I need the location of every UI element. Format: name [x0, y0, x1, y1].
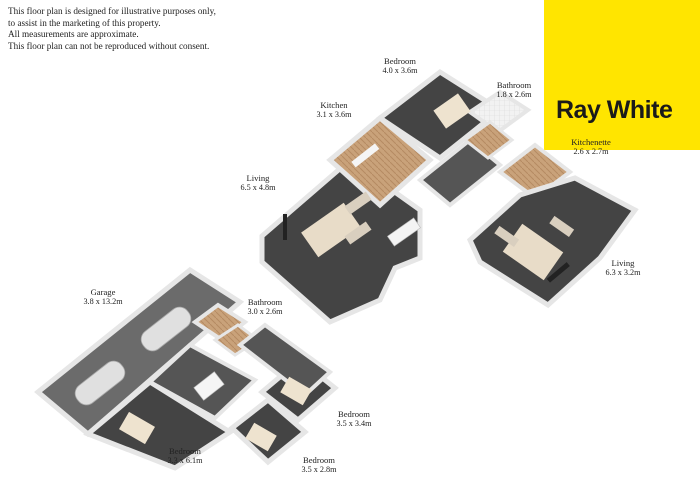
room-name: Bedroom	[338, 409, 370, 419]
hall-wood	[462, 120, 515, 160]
room-name: Living	[611, 258, 635, 268]
stairs	[193, 371, 225, 401]
room-dims: 3.8 x 13.2m	[83, 297, 123, 306]
corridor-right	[236, 322, 334, 398]
room-dims: 3.5 x 2.8m	[301, 465, 337, 474]
dining-table	[387, 217, 421, 247]
room-dims: 1.8 x 2.6m	[496, 90, 532, 99]
disclaimer-line: This floor plan is designed for illustra…	[8, 6, 216, 16]
upper-plan	[259, 68, 639, 325]
label-living-right: Living 6.3 x 3.2m	[605, 258, 640, 278]
car-1	[74, 360, 126, 406]
room-dims: 3.3 x 6.1m	[167, 456, 203, 465]
disclaimer-line: to assist in the marketing of this prope…	[8, 17, 161, 28]
label-living-left: Living 6.5 x 4.8m	[240, 173, 275, 193]
label-bathroom-lower: Bathroom 3.0 x 2.6m	[247, 297, 282, 317]
car-2	[140, 306, 192, 352]
room-dims: 3.1 x 3.6m	[316, 110, 352, 119]
brand-logo: Ray White	[544, 0, 700, 150]
room-dims: 3.5 x 3.4m	[336, 419, 372, 428]
kitchen-bench	[351, 143, 380, 168]
room-dims: 3.0 x 2.6m	[247, 307, 283, 316]
room-name: Bedroom	[384, 56, 416, 66]
room-name: Kitchen	[320, 100, 348, 110]
label-bedroom-left: Bedroom 3.3 x 6.1m	[167, 446, 202, 466]
label-bedroom-top: Bedroom 4.0 x 3.6m	[382, 56, 417, 76]
hall-floor	[416, 137, 504, 208]
lower-plan	[34, 266, 339, 471]
tv-right	[546, 262, 570, 283]
room-name: Bedroom	[169, 446, 201, 456]
sofa-right-2	[549, 215, 575, 237]
bedroom-left-floor	[83, 378, 235, 471]
room-name: Garage	[90, 287, 116, 297]
label-bathroom-top: Bathroom 1.8 x 2.6m	[496, 80, 531, 100]
living-right-floor	[466, 175, 639, 309]
room-dims: 4.0 x 3.6m	[382, 66, 418, 75]
room-name: Bedroom	[303, 455, 335, 465]
room-name: Bathroom	[247, 297, 283, 307]
room-name: Bathroom	[496, 80, 532, 90]
sofa-right	[494, 225, 520, 247]
rug-left	[301, 202, 361, 258]
sofa-left	[344, 221, 372, 245]
label-garage: Garage 3.8 x 13.2m	[83, 287, 122, 307]
label-kitchenette: Kitchenette 2.6 x 2.7m	[571, 137, 611, 157]
room-dims: 2.6 x 2.7m	[573, 147, 609, 156]
room-dims: 6.5 x 4.8m	[240, 183, 276, 192]
disclaimer-text: This floor plan is designed for illustra…	[8, 6, 216, 52]
bed-low	[245, 422, 277, 452]
tv-left	[283, 214, 287, 240]
room-name: Living	[246, 173, 270, 183]
bed-mid	[280, 376, 312, 406]
disclaimer-line: All measurements are approximate.	[8, 29, 139, 39]
kitchen-floor	[326, 114, 434, 209]
label-bedroom-mid: Bedroom 3.5 x 3.4m	[336, 409, 371, 429]
label-kitchen: Kitchen 3.1 x 3.6m	[316, 100, 351, 120]
room-name: Kitchenette	[571, 137, 611, 147]
label-bedroom-low: Bedroom 3.5 x 2.8m	[301, 455, 336, 475]
bed-top	[433, 93, 471, 129]
bed-left	[119, 411, 155, 445]
disclaimer-line: This floor plan can not be reproduced wi…	[8, 40, 210, 51]
brand-name: Ray White	[556, 96, 673, 124]
sofa-left-2	[344, 191, 372, 215]
rug-right	[502, 223, 564, 281]
room-dims: 6.3 x 3.2m	[605, 268, 641, 277]
